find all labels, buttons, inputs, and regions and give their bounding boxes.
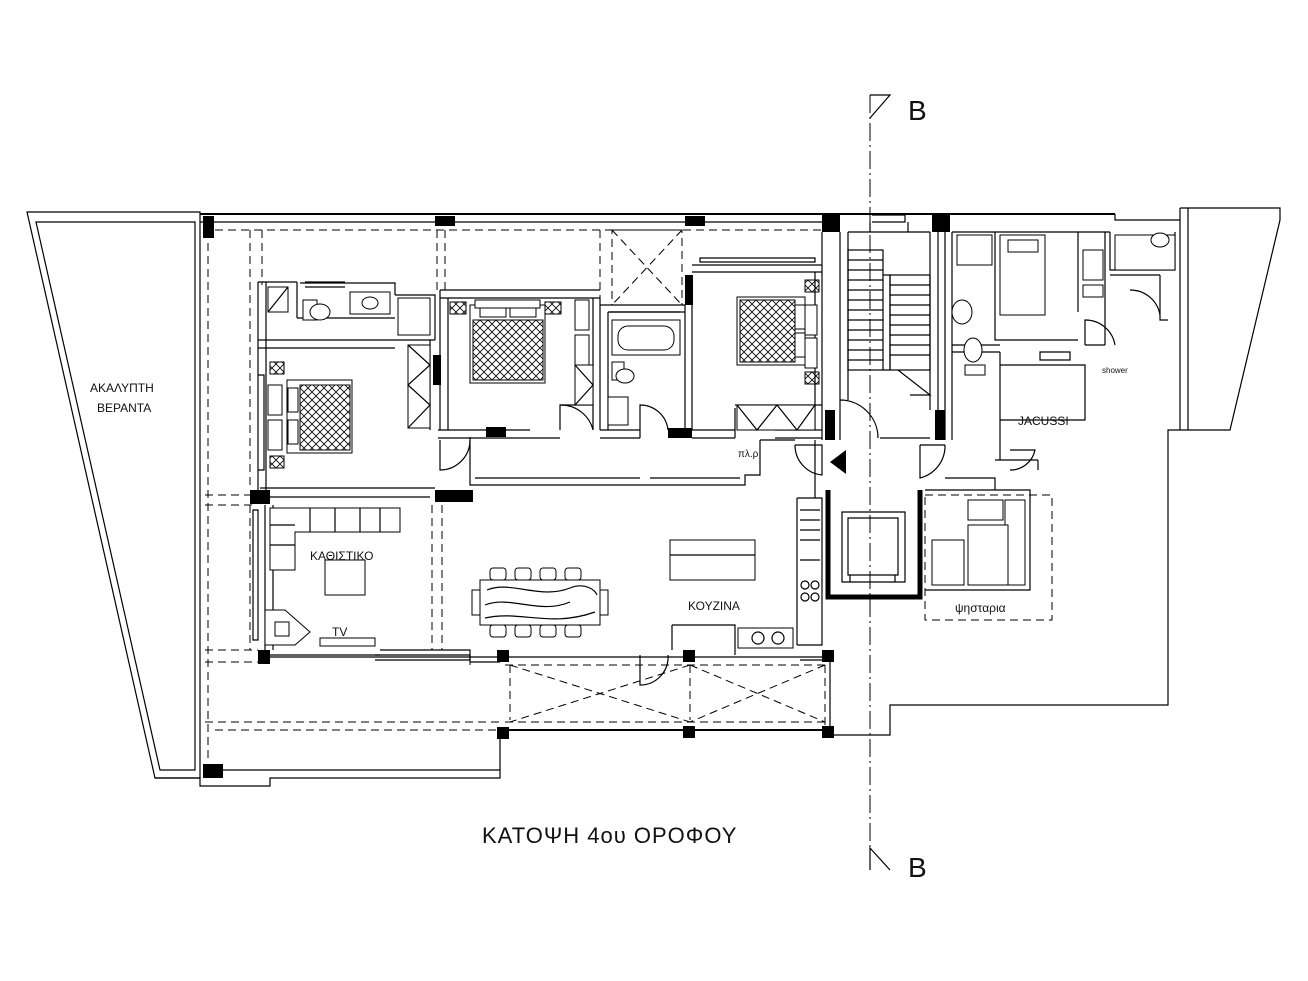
laundry-label: πλ.ρ bbox=[738, 449, 759, 460]
living-furniture bbox=[264, 507, 820, 649]
skylights bbox=[509, 229, 826, 723]
kitchen-label: ΚΟΥΖΙΝΑ bbox=[688, 599, 740, 613]
living-room-label: ΚΑΘΙΣΤΙΚΟ bbox=[310, 549, 373, 563]
veranda-label-line2: ΒΕΡΑΝΤΑ bbox=[97, 401, 151, 415]
veranda-label-line1: ΑΚΑΛΥΠΤΗ bbox=[90, 381, 154, 395]
columns bbox=[203, 214, 950, 778]
plan-title: ΚΑΤΟΨΗ 4ου ΟΡΟΦΟΥ bbox=[482, 823, 737, 848]
wardrobes bbox=[407, 344, 816, 431]
section-mark-bottom: B bbox=[908, 852, 927, 883]
bbq-label: ψησταρια bbox=[955, 601, 1006, 615]
tv-label: TV bbox=[332, 625, 347, 639]
structural-grid bbox=[205, 229, 1053, 760]
beds bbox=[267, 279, 820, 469]
section-mark-top: B bbox=[908, 95, 927, 126]
jacuzzi-label: JACUSSI bbox=[1018, 414, 1069, 428]
staircase bbox=[830, 249, 932, 474]
doors bbox=[252, 257, 1161, 686]
room-labels: ΑΚΑΛΥΠΤΗ ΒΕΡΑΝΤΑ ΚΑΘΙΣΤΙΚΟ TV ΚΟΥΖΙΝΑ πλ… bbox=[90, 366, 1128, 639]
bathroom-fixtures bbox=[267, 232, 1176, 586]
shower-label: shower bbox=[1102, 366, 1128, 375]
